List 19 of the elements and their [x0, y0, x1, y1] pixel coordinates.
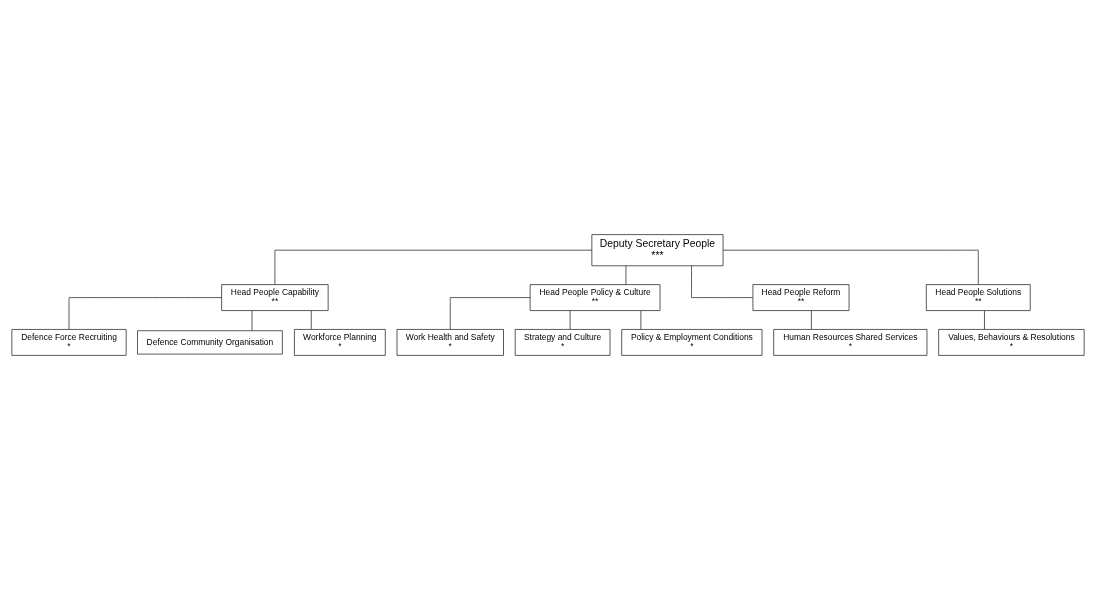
node-box: Defence Community Organisation — [137, 330, 283, 355]
node-box: Head People Solutions ** — [926, 284, 1031, 311]
connector — [449, 297, 531, 330]
node-box: Human Resources Shared Services * — [773, 329, 928, 356]
connector — [691, 265, 753, 298]
connector — [274, 249, 592, 285]
node-box: Deputy Secretary People *** — [591, 234, 724, 267]
connector — [722, 249, 979, 285]
connector — [625, 265, 627, 285]
node-box: Defence Force Recruiting * — [11, 329, 127, 356]
node-box: Values, Behaviours & Resolutions * — [938, 329, 1085, 356]
node-box: Head People Policy & Culture ** — [529, 284, 661, 311]
node-box: Head People Reform ** — [752, 284, 850, 311]
node-box: Strategy and Culture * — [514, 329, 611, 356]
node-box: Policy & Employment Conditions * — [621, 329, 763, 356]
node-box: Workforce Planning * — [294, 329, 386, 356]
connector — [68, 297, 222, 330]
node-box: Work Health and Safety * — [396, 329, 504, 356]
node-box: Head People Capability ** — [221, 284, 329, 311]
